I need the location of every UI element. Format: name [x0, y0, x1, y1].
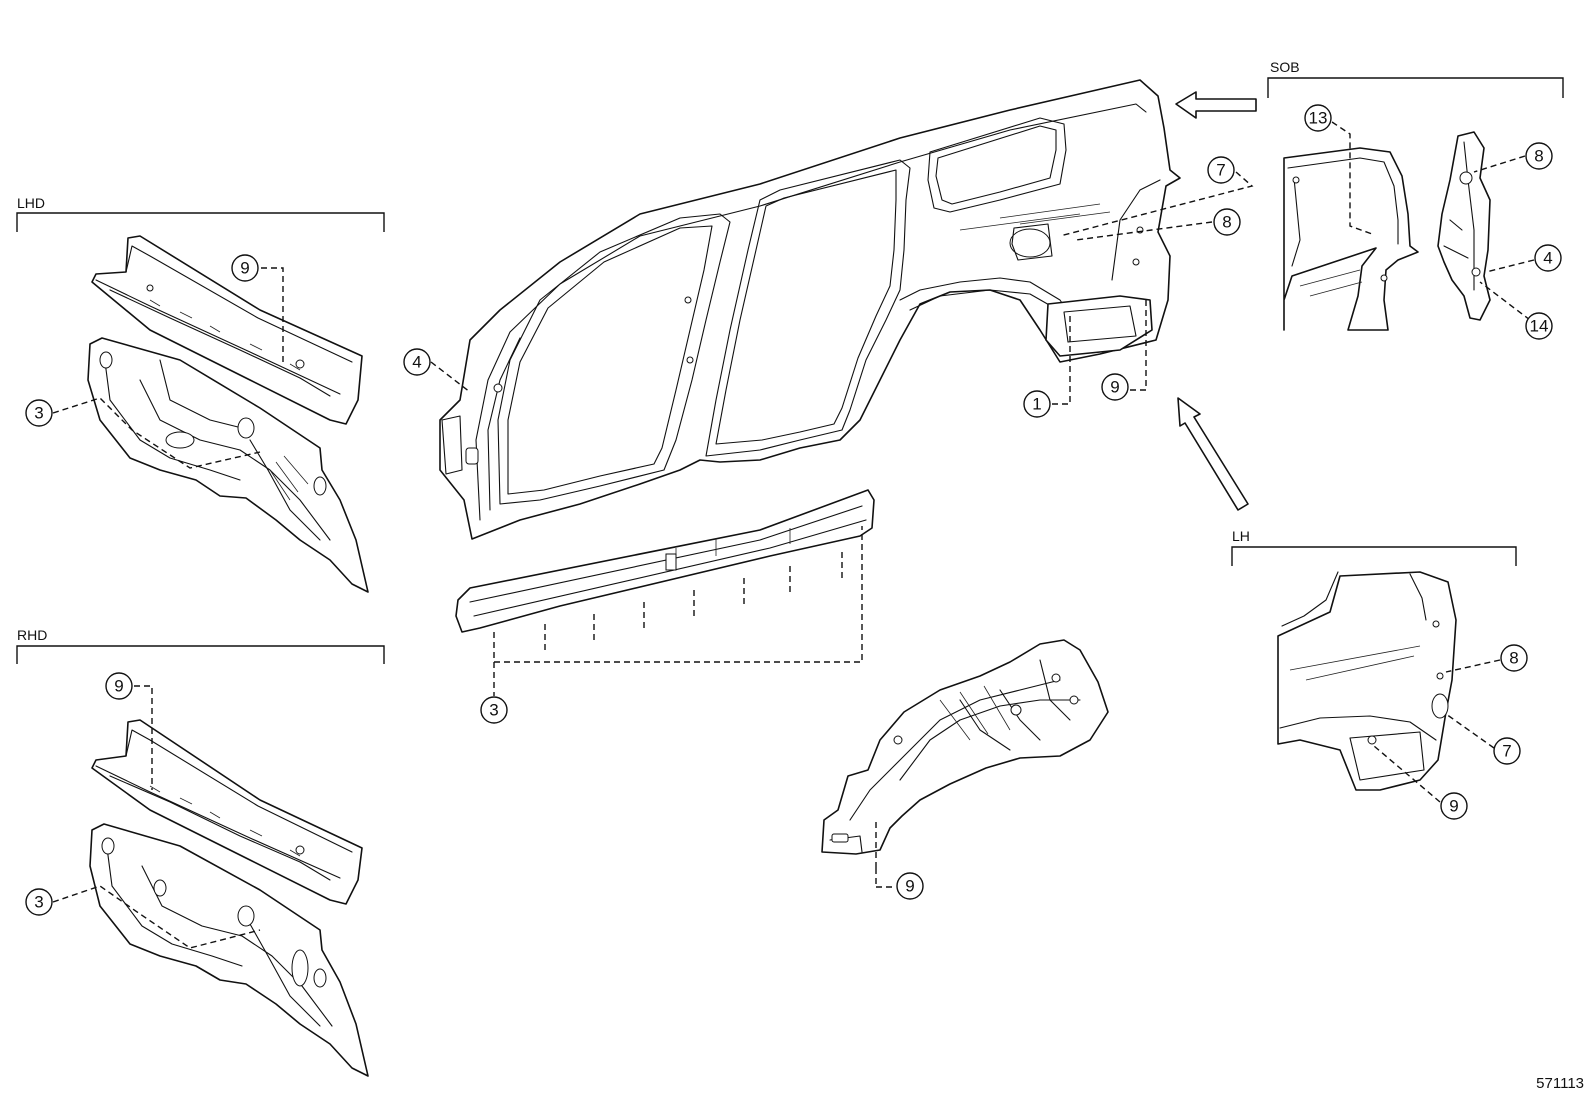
rocker-panel — [455, 489, 875, 633]
side-leader-9 — [1130, 296, 1147, 391]
rocker-leader-ticks — [493, 526, 863, 663]
side-leader-4 — [430, 361, 471, 393]
side-leader-7 — [1059, 171, 1254, 237]
lhd-label: LHD — [17, 195, 45, 211]
lh-leader-8 — [1445, 659, 1501, 673]
sob-pillar-detail — [1437, 131, 1491, 321]
lh-callout-9: 9 — [1440, 792, 1468, 820]
arrow-to-sob — [1175, 91, 1257, 119]
svg-text:9: 9 — [114, 677, 123, 696]
sob-callout-13: 13 — [1304, 104, 1332, 132]
sob-leader-14 — [1479, 281, 1531, 321]
sob-leader-4 — [1485, 259, 1535, 273]
svg-text:9: 9 — [905, 877, 914, 896]
rhd-cowl-panel — [91, 719, 363, 905]
diagram-id: 571113 — [1536, 1075, 1584, 1092]
lhd-dash-panel — [87, 337, 369, 593]
svg-text:3: 3 — [34, 893, 43, 912]
lh-group: LH 8 7 9 — [1231, 528, 1528, 820]
lh-callout-7: 7 — [1493, 737, 1521, 765]
svg-text:4: 4 — [412, 353, 421, 372]
rhd-dash-panel — [89, 823, 369, 1077]
svg-text:9: 9 — [1110, 378, 1119, 397]
arrow-to-lh — [1177, 397, 1249, 511]
side-outer-panel — [439, 79, 1181, 540]
rhd-group: RHD 9 3 — [16, 627, 385, 1077]
rhd-callout-9: 9 — [105, 672, 133, 700]
side-callout-8: 8 — [1213, 208, 1241, 236]
lhd-group: LHD 9 — [16, 195, 385, 593]
svg-text:3: 3 — [489, 701, 498, 720]
lhd-leader-3 — [52, 397, 261, 469]
svg-text:8: 8 — [1222, 213, 1231, 232]
sob-callout-14: 14 — [1525, 312, 1553, 340]
sob-callout-4: 4 — [1534, 244, 1562, 272]
svg-text:9: 9 — [240, 259, 249, 278]
rhd-callout-3: 3 — [25, 888, 53, 916]
rhd-leader-9 — [134, 685, 153, 790]
svg-text:8: 8 — [1509, 649, 1518, 668]
sob-label: SOB — [1270, 59, 1300, 75]
sob-leader-13 — [1331, 121, 1373, 235]
side-callout-9: 9 — [1101, 373, 1129, 401]
inner-leader-9 — [875, 820, 895, 888]
inner-wheelhouse-panel — [821, 639, 1109, 855]
sob-quarter-detail — [1283, 147, 1419, 331]
side-callout-4: 4 — [403, 348, 431, 376]
sob-bracket — [1267, 77, 1564, 98]
lh-quarter-detail — [1277, 571, 1457, 791]
sob-group: SOB 13 8 4 — [1267, 59, 1564, 340]
rocker-callout-3: 3 — [480, 696, 508, 724]
lh-callout-8: 8 — [1500, 644, 1528, 672]
lhd-callout-9: 9 — [231, 254, 259, 282]
rhd-label: RHD — [17, 627, 47, 643]
svg-text:8: 8 — [1534, 147, 1543, 166]
svg-text:7: 7 — [1216, 161, 1225, 180]
lh-leader-7 — [1445, 713, 1495, 749]
lhd-callout-3: 3 — [25, 399, 53, 427]
svg-text:14: 14 — [1530, 317, 1549, 336]
side-callout-7: 7 — [1207, 156, 1235, 184]
rhd-bracket — [16, 645, 385, 664]
svg-text:1: 1 — [1032, 395, 1041, 414]
svg-text:4: 4 — [1543, 249, 1552, 268]
lhd-bracket — [16, 212, 385, 232]
side-callout-1: 1 — [1023, 390, 1051, 418]
side-leader-8 — [1075, 221, 1213, 241]
lh-label: LH — [1232, 528, 1250, 544]
sob-callout-8: 8 — [1525, 142, 1553, 170]
lhd-leader-9 — [261, 267, 284, 364]
lhd-cowl-panel — [91, 235, 363, 425]
svg-text:9: 9 — [1449, 797, 1458, 816]
inner-callout-9: 9 — [896, 872, 924, 900]
fuel-door — [1009, 228, 1051, 258]
svg-text:3: 3 — [34, 404, 43, 423]
lh-leader-9 — [1373, 745, 1441, 803]
svg-text:13: 13 — [1309, 109, 1328, 128]
rhd-leader-3 — [52, 885, 261, 949]
lh-bracket — [1231, 546, 1517, 566]
sob-leader-8 — [1473, 155, 1526, 173]
svg-text:7: 7 — [1502, 742, 1511, 761]
